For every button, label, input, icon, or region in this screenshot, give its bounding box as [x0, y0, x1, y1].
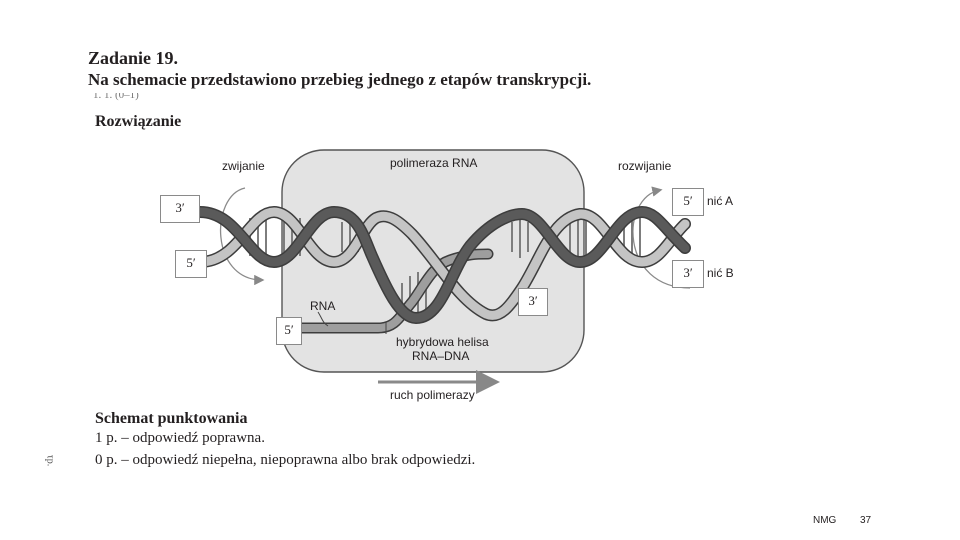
- rna-3-prime-end-box: 3′: [518, 288, 548, 316]
- rna-polymerase-label: polimeraza RNA: [390, 156, 477, 170]
- right-top-end-box: 5′: [672, 188, 704, 216]
- cut-off-line: 1. 1. (0–1): [93, 93, 139, 102]
- rna-label: RNA: [310, 299, 335, 313]
- task-text: Na schemacie przedstawiono przebieg jedn…: [88, 70, 591, 90]
- left-bottom-end-box: 5′: [175, 250, 207, 278]
- hybrid-helix-label: hybrydowa helisa: [396, 335, 489, 349]
- strand-b-label: nić B: [707, 266, 734, 280]
- footer-code: NMG: [813, 515, 836, 526]
- winding-label: zwijanie: [222, 159, 265, 173]
- strand-a-label: nić A: [707, 194, 733, 208]
- scoring-line-2: 0 p. – odpowiedź niepełna, niepoprawna a…: [95, 452, 475, 469]
- solution-heading: Rozwiązanie: [95, 113, 181, 131]
- margin-mark: τp.: [44, 455, 55, 467]
- left-top-end-box: 3′: [160, 195, 200, 223]
- task-title: Zadanie 19.: [88, 48, 178, 69]
- right-bottom-end-box: 3′: [672, 260, 704, 288]
- scoring-line-1: 1 p. – odpowiedź poprawna.: [95, 430, 265, 447]
- scoring-heading: Schemat punktowania: [95, 410, 247, 428]
- polymerase-movement-label: ruch polimerazy: [390, 388, 475, 402]
- page-number: 37: [860, 515, 871, 526]
- rna-5-prime-end-box: 5′: [276, 317, 302, 345]
- hybrid-helix-label-line-2: RNA–DNA: [412, 349, 469, 363]
- unwinding-label: rozwijanie: [618, 159, 671, 173]
- transcription-diagram: zwijanie polimeraza RNA rozwijanie nić A…: [150, 138, 770, 410]
